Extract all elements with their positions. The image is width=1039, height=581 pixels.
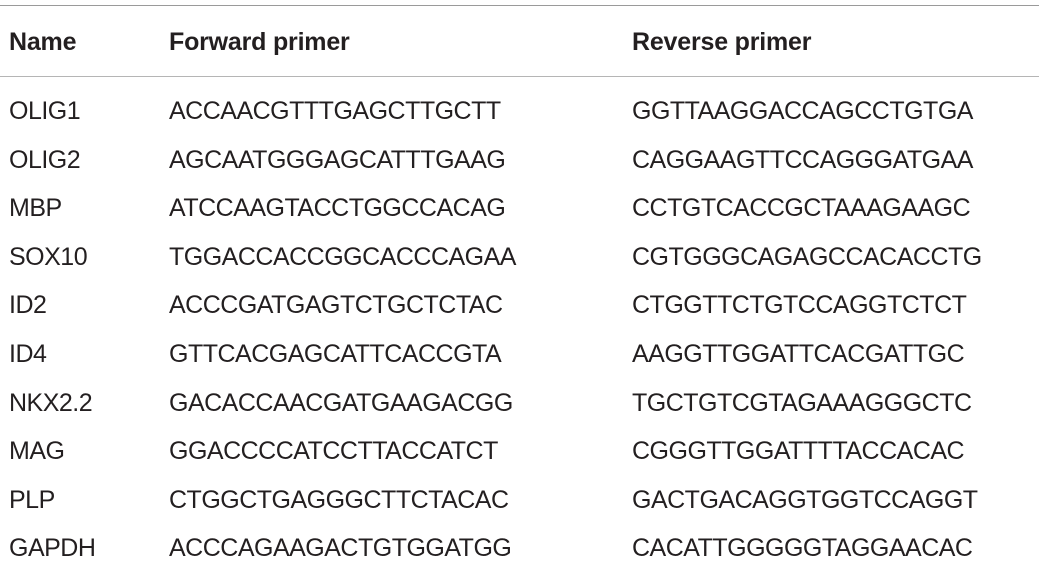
table-row: ID2 ACCCGATGAGTCTGCTCTAC CTGGTTCTGTCCAGG… xyxy=(0,289,1039,338)
cell-name: MBP xyxy=(9,194,62,223)
cell-name: PLP xyxy=(9,485,55,514)
table-row: OLIG2 AGCAATGGGAGCATTTGAAG CAGGAAGTTCCAG… xyxy=(0,144,1039,193)
cell-forward-primer: ACCCAGAAGACTGTGGATGG xyxy=(169,534,512,563)
cell-forward-primer: CTGGCTGAGGGCTTCTACAC xyxy=(169,485,509,514)
cell-forward-primer: GGACCCCATCCTTACCATCT xyxy=(169,437,498,466)
table-top-rule xyxy=(0,5,1039,6)
table-row: ID4 GTTCACGAGCATTCACCGTA AAGGTTGGATTCACG… xyxy=(0,338,1039,387)
table-row: PLP CTGGCTGAGGGCTTCTACAC GACTGACAGGTGGTC… xyxy=(0,484,1039,533)
cell-forward-primer: GACACCAACGATGAAGACGG xyxy=(169,388,513,417)
table-row: GAPDH ACCCAGAAGACTGTGGATGG CACATTGGGGGTA… xyxy=(0,532,1039,581)
cell-reverse-primer: CGTGGGCAGAGCCACACCTG xyxy=(632,242,982,271)
table-row: MBP ATCCAAGTACCTGGCCACAG CCTGTCACCGCTAAA… xyxy=(0,192,1039,241)
cell-reverse-primer: GGTTAAGGACCAGCCTGTGA xyxy=(632,97,973,125)
cell-forward-primer: TGGACCACCGGCACCCAGAA xyxy=(169,242,516,271)
table-row: OLIG1 ACCAACGTTTGAGCTTGCTT GGTTAAGGACCAG… xyxy=(0,95,1039,144)
cell-reverse-primer: CAGGAAGTTCCAGGGATGAA xyxy=(632,145,973,174)
cell-forward-primer: AGCAATGGGAGCATTTGAAG xyxy=(169,145,506,174)
cell-reverse-primer: GACTGACAGGTGGTCCAGGT xyxy=(632,485,978,514)
cell-name: OLIG1 xyxy=(9,97,81,125)
table-row: NKX2.2 GACACCAACGATGAAGACGG TGCTGTCGTAGA… xyxy=(0,387,1039,436)
cell-forward-primer: ACCAACGTTTGAGCTTGCTT xyxy=(169,97,501,125)
cell-forward-primer: ACCCGATGAGTCTGCTCTAC xyxy=(169,291,503,320)
table-row: MAG GGACCCCATCCTTACCATCT CGGGTTGGATTTTAC… xyxy=(0,435,1039,484)
cell-reverse-primer: TGCTGTCGTAGAAAGGGCTC xyxy=(632,388,972,417)
cell-reverse-primer: CCTGTCACCGCTAAAGAAGC xyxy=(632,194,971,223)
cell-reverse-primer: AAGGTTGGATTCACGATTGC xyxy=(632,339,965,368)
cell-reverse-primer: CACATTGGGGGTAGGAACAC xyxy=(632,534,973,563)
header-forward-primer: Forward primer xyxy=(169,28,350,56)
header-reverse-primer: Reverse primer xyxy=(632,28,812,56)
cell-name: ID2 xyxy=(9,291,47,320)
table-body: OLIG1 ACCAACGTTTGAGCTTGCTT GGTTAAGGACCAG… xyxy=(0,95,1039,581)
cell-name: ID4 xyxy=(9,339,47,368)
cell-name: NKX2.2 xyxy=(9,388,93,417)
table-header-rule xyxy=(0,76,1039,77)
cell-name: SOX10 xyxy=(9,242,88,271)
header-name: Name xyxy=(9,28,77,56)
cell-name: GAPDH xyxy=(9,534,96,563)
cell-forward-primer: ATCCAAGTACCTGGCCACAG xyxy=(169,194,506,223)
cell-name: MAG xyxy=(9,437,65,466)
cell-reverse-primer: CGGGTTGGATTTTACCACAC xyxy=(632,437,965,466)
cell-forward-primer: GTTCACGAGCATTCACCGTA xyxy=(169,339,502,368)
table-row: SOX10 TGGACCACCGGCACCCAGAA CGTGGGCAGAGCC… xyxy=(0,241,1039,290)
table-header-row: Name Forward primer Reverse primer xyxy=(0,26,1039,58)
cell-name: OLIG2 xyxy=(9,145,81,174)
cell-reverse-primer: CTGGTTCTGTCCAGGTCTCT xyxy=(632,291,967,320)
